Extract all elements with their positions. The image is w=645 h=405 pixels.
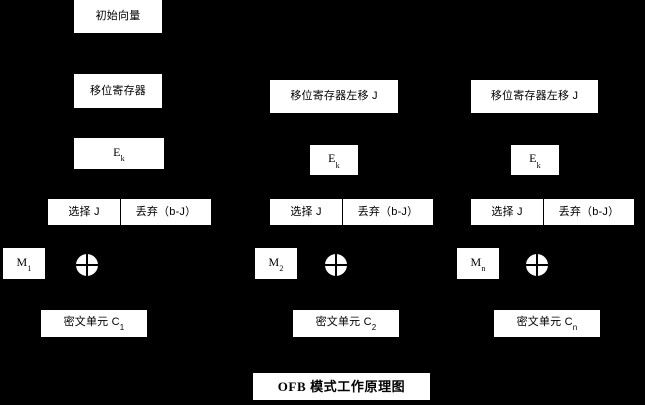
encryption-label-1: Ek xyxy=(113,144,125,164)
discard-box-n: 丢弃（b-J） xyxy=(544,199,634,225)
encryption-box-n: Ek xyxy=(511,145,559,175)
encryption-box-1: Ek xyxy=(74,138,164,169)
plaintext-box-2: M2 xyxy=(255,248,297,279)
diagram-title-label: OFB 模式工作原理图 xyxy=(277,379,406,394)
ciphertext-box-2: 密文单元 C2 xyxy=(293,310,399,337)
plaintext-label-1: M1 xyxy=(16,254,32,274)
discard-box-2: 丢弃（b-J） xyxy=(343,199,433,225)
plaintext-label-n: Mn xyxy=(470,254,486,274)
discard-label-1: 丢弃（b-J） xyxy=(135,205,197,218)
plaintext-box-1: M1 xyxy=(3,248,45,279)
xor-icon-n xyxy=(526,254,548,276)
ciphertext-label-1: 密文单元 C1 xyxy=(63,315,125,333)
select-label-n: 选择 J xyxy=(491,205,523,218)
xor-icon-2 xyxy=(325,254,347,276)
select-label-1: 选择 J xyxy=(68,205,100,218)
initial-vector-label: 初始向量 xyxy=(95,10,141,22)
select-box-1: 选择 J xyxy=(48,199,120,225)
ciphertext-label-2: 密文单元 C2 xyxy=(315,315,377,333)
plaintext-box-n: Mn xyxy=(457,248,499,279)
shift-register-label-n: 移位寄存器左移 J xyxy=(490,90,579,102)
shift-register-box-1: 移位寄存器 xyxy=(74,74,162,108)
ciphertext-box-1: 密文单元 C1 xyxy=(41,310,147,337)
shift-register-label-1: 移位寄存器 xyxy=(90,84,146,97)
shift-register-label-2: 移位寄存器左移 J xyxy=(290,90,378,102)
encryption-label-2: Ek xyxy=(328,151,340,170)
ciphertext-label-n: 密文单元 Cn xyxy=(516,315,578,333)
discard-label-n: 丢弃（b-J） xyxy=(558,205,620,218)
select-box-n: 选择 J xyxy=(471,199,543,225)
discard-label-2: 丢弃（b-J） xyxy=(357,205,419,218)
initial-vector-box: 初始向量 xyxy=(74,0,162,33)
encryption-label-n: Ek xyxy=(529,151,541,170)
discard-box-1: 丢弃（b-J） xyxy=(121,199,211,225)
ciphertext-box-n: 密文单元 Cn xyxy=(494,310,600,337)
shift-register-box-n: 移位寄存器左移 J xyxy=(471,80,598,113)
diagram-title: OFB 模式工作原理图 xyxy=(253,373,430,400)
xor-icon-1 xyxy=(76,254,98,276)
shift-register-box-2: 移位寄存器左移 J xyxy=(270,80,398,113)
select-box-2: 选择 J xyxy=(270,199,342,225)
select-label-2: 选择 J xyxy=(290,205,322,218)
plaintext-label-2: M2 xyxy=(268,254,284,274)
encryption-box-2: Ek xyxy=(310,145,358,175)
